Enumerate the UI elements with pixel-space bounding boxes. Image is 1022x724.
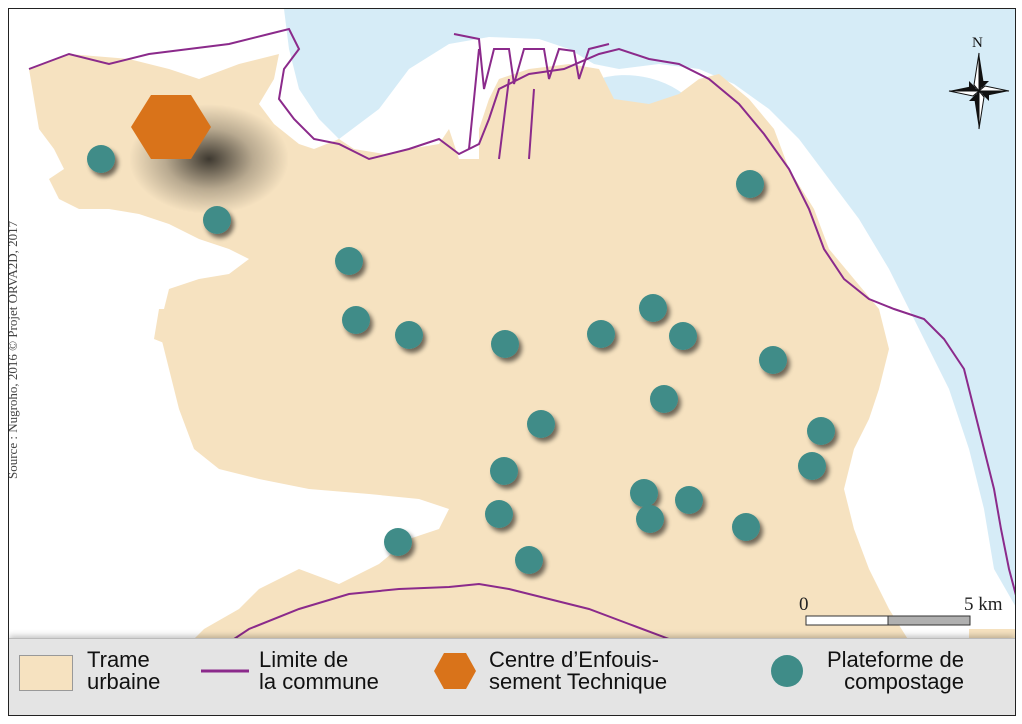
compost-platform-marker <box>384 528 412 556</box>
legend-item-compost: Plateforme de compostage <box>767 649 964 693</box>
compost-platform-marker <box>798 452 826 480</box>
sea-area <box>284 9 1015 606</box>
legend-boundary-line2: la commune <box>259 669 379 694</box>
scale-start-label: 0 <box>799 594 809 615</box>
map-frame: N 0 5 km Source : Nugroho, 2016 © Projet… <box>8 8 1016 716</box>
compost-platform-marker <box>759 346 787 374</box>
compost-platform-marker <box>736 170 764 198</box>
legend-urban-line2: urbaine <box>87 669 161 694</box>
source-credit: Source : Nugroho, 2016 © Projet ORVA2D, … <box>8 220 20 479</box>
compost-platform-marker <box>335 247 363 275</box>
legend-item-landfill: Centre d’Enfouis- sement Technique <box>433 649 667 693</box>
hexagon-icon <box>434 653 476 689</box>
compost-platform-marker <box>87 145 115 173</box>
landfill-hexagon <box>131 95 211 159</box>
non-urban-gap <box>179 489 339 584</box>
legend: Trame urbaine Limite de la commune Centr… <box>9 638 1015 715</box>
legend-compost-line2: compostage <box>844 669 964 694</box>
compost-platform-marker <box>491 330 519 358</box>
compost-platform-marker <box>732 513 760 541</box>
urban-swatch-icon <box>19 655 73 691</box>
port-jetties <box>453 33 610 160</box>
compost-platform-marker <box>639 294 667 322</box>
scale-end-label: 5 km <box>964 594 1003 615</box>
commune-boundary <box>28 27 1015 596</box>
compost-platform-marker <box>485 500 513 528</box>
compost-platform-marker <box>515 546 543 574</box>
legend-boundary-line1: Limite de <box>259 647 349 672</box>
compost-platform-marker <box>203 206 231 234</box>
urban-patch <box>154 309 189 349</box>
legend-item-urban: Trame urbaine <box>19 649 160 693</box>
legend-item-boundary: Limite de la commune <box>201 649 379 693</box>
legend-landfill-line1: Centre d’Enfouis- <box>489 647 659 672</box>
compost-platform-marker <box>587 320 615 348</box>
north-label: N <box>972 35 983 51</box>
circle-icon <box>771 655 803 687</box>
scale-bar <box>805 615 971 626</box>
legend-compost-line1: Plateforme de <box>827 647 964 672</box>
north-arrow-icon <box>948 52 1010 130</box>
compost-platforms <box>87 145 835 574</box>
compost-platform-marker <box>675 486 703 514</box>
compost-platform-marker <box>807 417 835 445</box>
map-canvas <box>28 9 1015 715</box>
legend-landfill-line2: sement Technique <box>489 669 668 694</box>
legend-urban-line1: Trame <box>87 647 150 672</box>
compost-platform-marker <box>650 385 678 413</box>
compost-platform-marker <box>630 479 658 507</box>
compost-platform-marker <box>636 505 664 533</box>
compost-platform-marker <box>342 306 370 334</box>
compost-platform-marker <box>490 457 518 485</box>
landfill-marker <box>129 95 289 214</box>
boundary-line-icon <box>201 669 249 673</box>
compost-platform-marker <box>527 410 555 438</box>
compost-platform-marker <box>395 321 423 349</box>
compost-platform-marker <box>669 322 697 350</box>
urban-area <box>29 54 1015 715</box>
